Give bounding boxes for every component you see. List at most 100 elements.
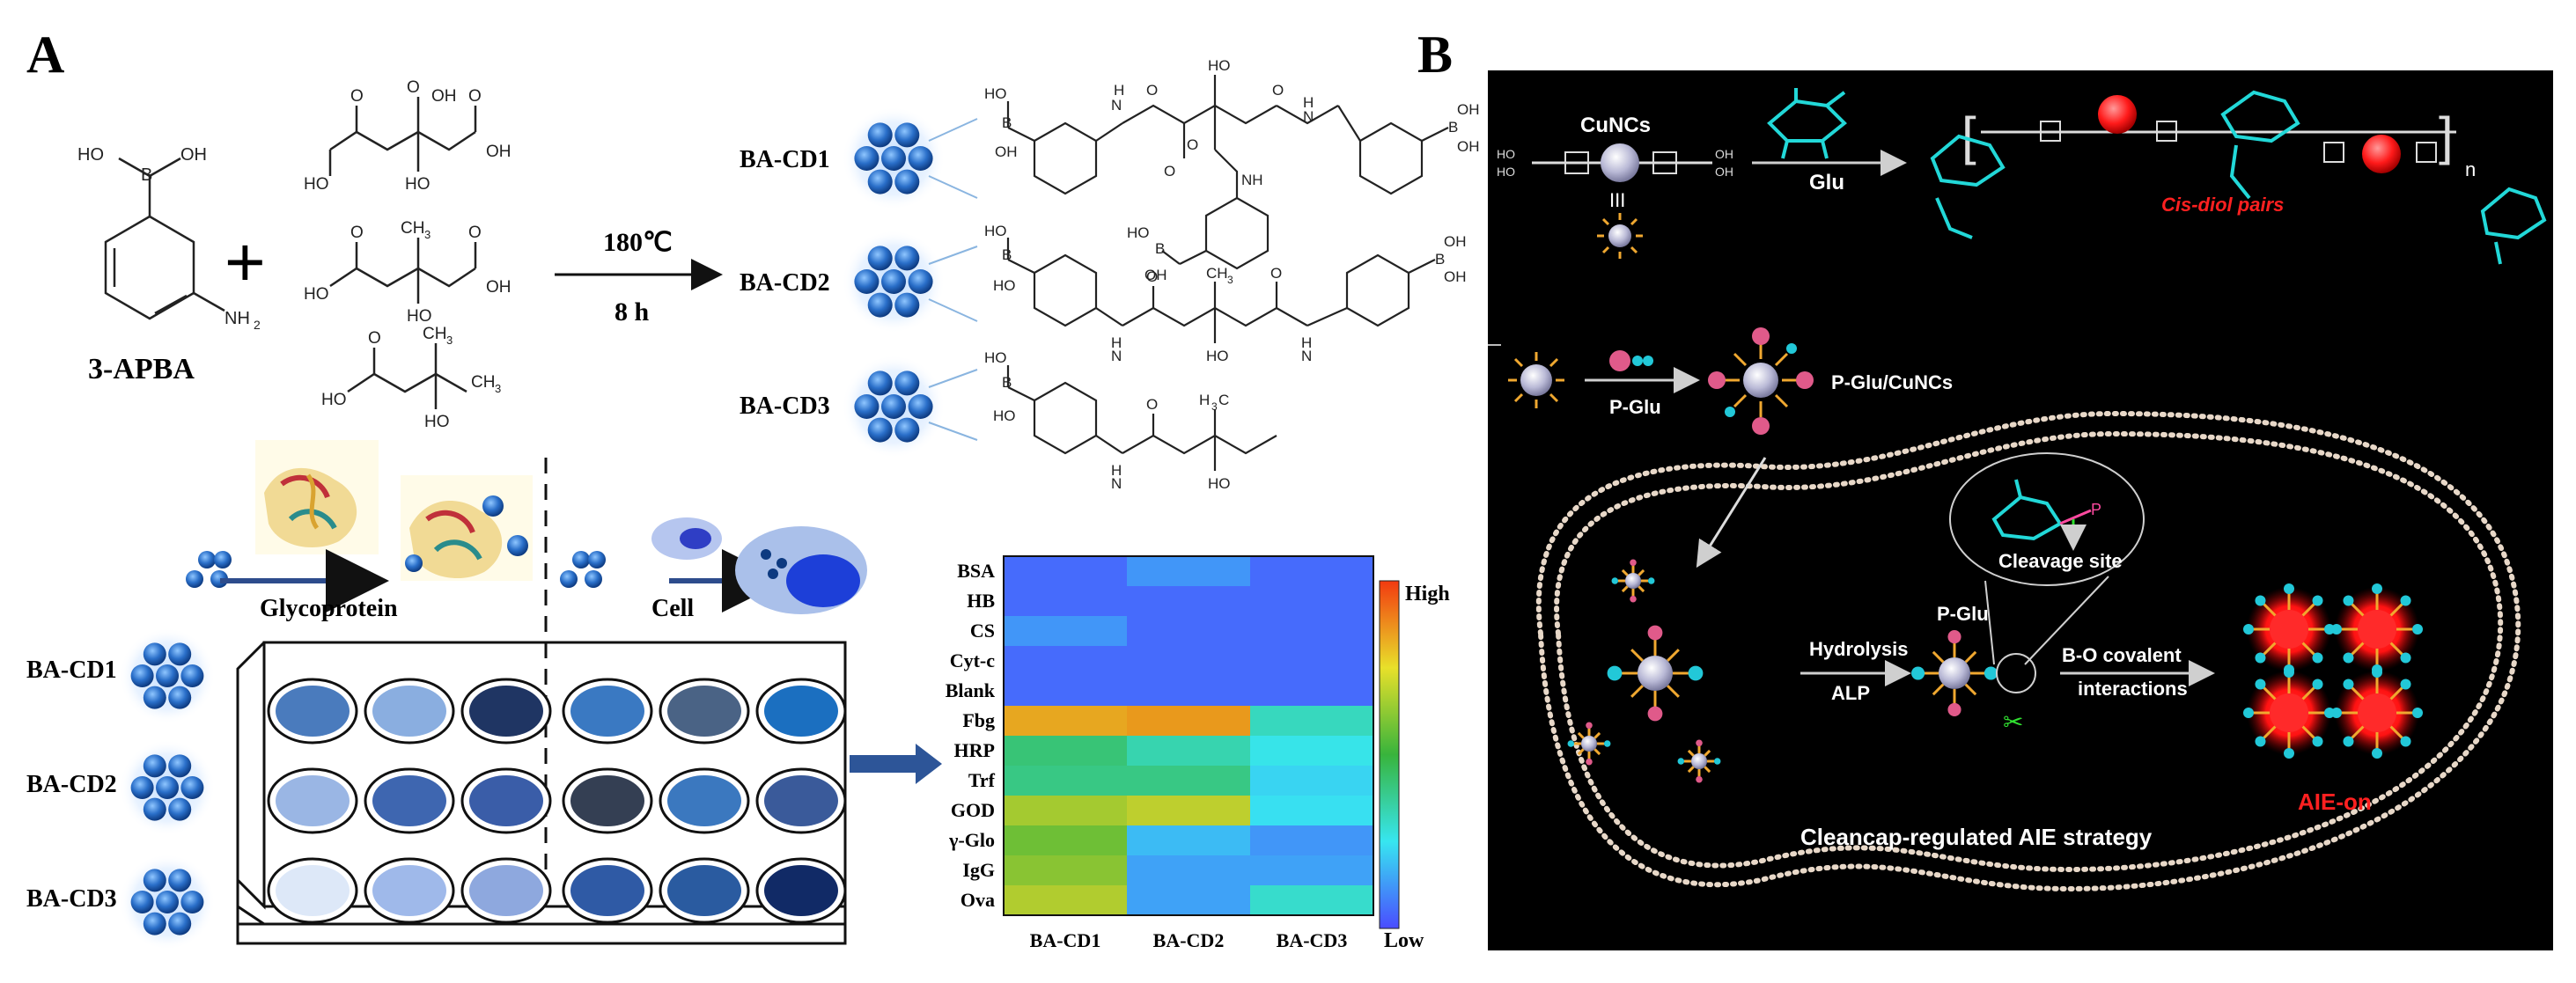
well-r2-c3 bbox=[460, 767, 552, 834]
svg-text:OH: OH bbox=[431, 87, 457, 106]
heatmap-cell bbox=[1127, 825, 1250, 855]
cuncs-label: CuNCs bbox=[1580, 114, 1651, 137]
heatmap-cell bbox=[1004, 825, 1127, 855]
svg-text:N: N bbox=[1301, 348, 1312, 364]
svg-text:O: O bbox=[1146, 396, 1158, 413]
svg-text:O: O bbox=[1164, 163, 1175, 180]
svg-text:O: O bbox=[1272, 82, 1284, 99]
svg-text:OH: OH bbox=[486, 143, 512, 161]
alp-label: ALP bbox=[1831, 682, 1870, 704]
svg-text:N: N bbox=[1111, 97, 1122, 114]
svg-text:B: B bbox=[1002, 114, 1012, 131]
well-r3-c2 bbox=[364, 857, 455, 924]
apba-molecule bbox=[104, 157, 225, 320]
svg-text:n: n bbox=[2465, 158, 2476, 180]
svg-text:HO: HO bbox=[1127, 224, 1150, 241]
svg-text:OH: OH bbox=[1715, 165, 1733, 179]
svg-text:O: O bbox=[350, 224, 364, 242]
condition-temp: 180℃ bbox=[603, 228, 673, 257]
heatmap-cell bbox=[1127, 706, 1250, 736]
heatmap-row-label: Blank bbox=[946, 679, 996, 701]
ba-cd2-structure bbox=[1006, 238, 1436, 343]
heatmap-cell bbox=[1127, 796, 1250, 825]
svg-text:O: O bbox=[468, 87, 482, 106]
svg-text:HO: HO bbox=[1497, 165, 1515, 179]
cunc-small-1 bbox=[1611, 559, 1655, 603]
svg-text:OH: OH bbox=[180, 145, 207, 165]
scissors-icon: ✂ bbox=[2003, 708, 2023, 736]
cunc-hydrolyzed bbox=[1911, 630, 1998, 716]
svg-text:HO: HO bbox=[993, 407, 1016, 424]
heatmap-row-label: Fbg bbox=[962, 709, 995, 731]
heatmap-cell bbox=[1250, 586, 1373, 616]
svg-text:OH: OH bbox=[1444, 268, 1467, 285]
heatmap-cell bbox=[1250, 885, 1373, 915]
heatmap-cell bbox=[1127, 586, 1250, 616]
cell-membrane-outer bbox=[1536, 410, 2521, 892]
svg-text:B: B bbox=[1002, 246, 1012, 263]
ba-cd1-structure bbox=[1006, 75, 1449, 270]
top-scheme: CuNCs HO HO OH OH III bbox=[1497, 88, 2547, 265]
panel-b-background bbox=[1488, 70, 2553, 950]
product-cluster-2 bbox=[842, 230, 946, 334]
cell-membrane-inner bbox=[1554, 430, 2504, 873]
glycoprotein-image-1 bbox=[255, 440, 379, 554]
glycoprotein-label: Glycoprotein bbox=[260, 595, 398, 622]
heatmap-cell bbox=[1250, 616, 1373, 646]
aie-cluster bbox=[2232, 528, 2465, 818]
colorbar-high-label: High bbox=[1405, 583, 1450, 605]
aie-on-label: AIE-on bbox=[2298, 789, 2372, 815]
svg-text:HO: HO bbox=[424, 413, 450, 431]
heatmap-cell bbox=[1127, 766, 1250, 796]
heatmap-cell bbox=[1250, 676, 1373, 706]
heatmap-row-label: GOD bbox=[951, 799, 995, 821]
well-plate bbox=[236, 641, 847, 945]
cis-diol-label: Cis-diol pairs bbox=[2161, 194, 2284, 216]
heatmap-cell bbox=[1127, 676, 1250, 706]
svg-text:HO: HO bbox=[1497, 147, 1515, 161]
svg-text:O: O bbox=[1270, 265, 1282, 282]
cleavage-highlight-circle bbox=[1996, 653, 2036, 693]
product-label-3: BA-CD3 bbox=[740, 392, 830, 420]
svg-text:3: 3 bbox=[495, 382, 501, 395]
well-r1-c1 bbox=[267, 678, 358, 745]
cleavage-zoom: P Cleavage site bbox=[1949, 452, 2145, 665]
bo-label-1: B-O covalent bbox=[2062, 644, 2182, 666]
heatmap-col-label: BA-CD3 bbox=[1277, 929, 1348, 951]
svg-text:HO: HO bbox=[77, 145, 104, 165]
svg-text:OH: OH bbox=[486, 278, 512, 297]
cunc-small-2 bbox=[1567, 722, 1611, 766]
heatmap-cell bbox=[1004, 855, 1127, 885]
bo-label-2: interactions bbox=[2078, 678, 2188, 700]
heatmap-arrow bbox=[850, 744, 942, 784]
well-r1-c2 bbox=[364, 678, 455, 745]
cell-dot-1 bbox=[761, 549, 771, 560]
svg-text:B: B bbox=[1002, 374, 1012, 391]
heatmap-cell bbox=[1004, 796, 1127, 825]
heatmap-cell bbox=[1250, 556, 1373, 586]
heatmap-row-label: HRP bbox=[954, 739, 995, 761]
well-r2-c5 bbox=[659, 767, 750, 834]
plus-sign: + bbox=[224, 223, 266, 301]
heatmap-row-label: Trf bbox=[968, 769, 996, 791]
heatmap-row-label: HB bbox=[967, 590, 995, 612]
well-r3-c6 bbox=[755, 857, 847, 924]
svg-text:HO: HO bbox=[1208, 57, 1231, 74]
cell-small-nucleus bbox=[680, 528, 711, 549]
heatmap-row-label: CS bbox=[970, 620, 995, 642]
intracellular-cuncs bbox=[1567, 559, 1998, 783]
svg-text:H: H bbox=[1111, 462, 1122, 479]
glucose-molecule bbox=[1767, 88, 1847, 159]
plate-row-cluster-1 bbox=[119, 627, 216, 724]
heatmap-cell bbox=[1127, 646, 1250, 676]
heatmap-cell bbox=[1127, 556, 1250, 586]
svg-text:HO: HO bbox=[984, 85, 1007, 102]
heatmap-row-label: Ova bbox=[960, 889, 995, 911]
heatmap-cell bbox=[1250, 766, 1373, 796]
pglu-step: P-Glu P-Glu/CuNCs bbox=[1508, 327, 1953, 435]
reagent-label: 3-APBA bbox=[88, 353, 195, 385]
